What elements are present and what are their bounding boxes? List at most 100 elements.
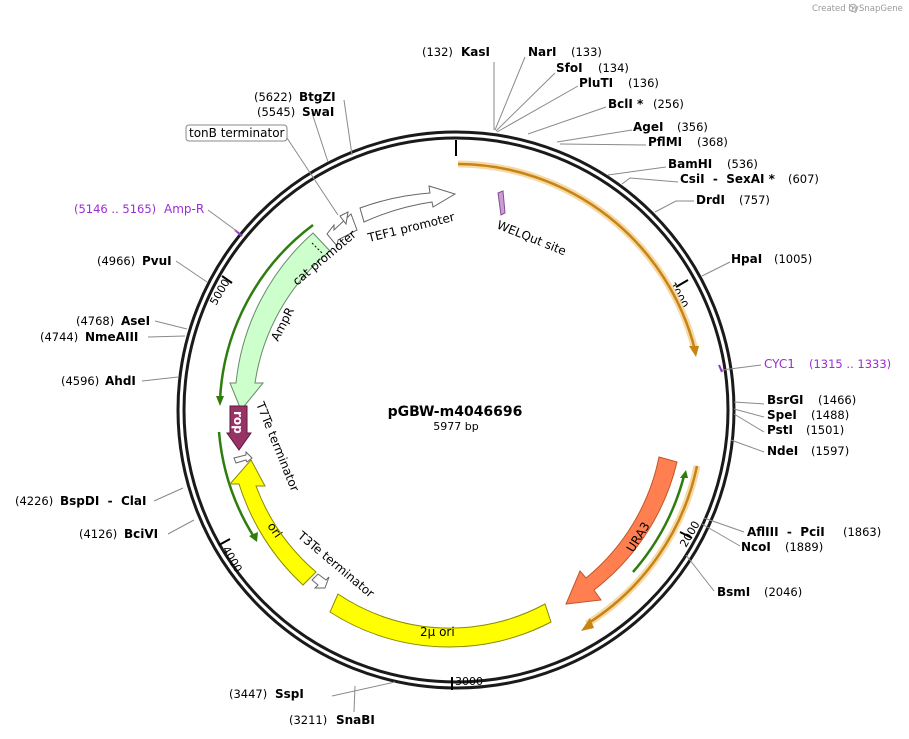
svg-text:BsmI: BsmI bbox=[717, 585, 750, 599]
feature-cat-promoter bbox=[326, 213, 358, 248]
site-nmeaiii[interactable]: (4744) NmeAIII bbox=[40, 330, 138, 344]
feature-welqut-label: WELQut site bbox=[495, 218, 568, 258]
orf-arc-top bbox=[457, 160, 699, 351]
svg-text:PluTI: PluTI bbox=[579, 76, 613, 90]
svg-text:AgeI: AgeI bbox=[633, 120, 663, 134]
svg-text:BciVI: BciVI bbox=[124, 527, 158, 541]
tick-4000: 4000 bbox=[218, 538, 245, 575]
feature-ura3 bbox=[565, 456, 678, 605]
site-swai[interactable]: (5545) SwaI bbox=[257, 105, 334, 119]
svg-text:BclI *: BclI * bbox=[608, 97, 644, 111]
svg-text:(132): (132) bbox=[422, 45, 453, 59]
svg-text:(1501): (1501) bbox=[806, 423, 844, 437]
site-kasi[interactable]: (132) KasI bbox=[422, 45, 490, 59]
site-pvui[interactable]: (4966) PvuI bbox=[97, 254, 172, 268]
svg-text:(133): (133) bbox=[571, 45, 602, 59]
site-bamhi[interactable]: BamHI (536) bbox=[668, 157, 758, 171]
svg-text:(4744): (4744) bbox=[40, 330, 78, 344]
orf-arc-green-left-bottom bbox=[217, 431, 256, 538]
feature-welqut-site bbox=[497, 190, 506, 216]
feature-2micron-label: 2μ ori bbox=[420, 625, 455, 639]
svg-text:BspDI - ClaI: BspDI - ClaI bbox=[60, 494, 146, 508]
svg-text:(5545): (5545) bbox=[257, 105, 295, 119]
site-bspdi-clai[interactable]: (4226) BspDI - ClaI bbox=[15, 494, 146, 508]
svg-text:AflIII - PciI: AflIII - PciI bbox=[747, 525, 825, 539]
site-bsrgi[interactable]: BsrGI (1466) bbox=[767, 393, 856, 407]
site-psti[interactable]: PstI (1501) bbox=[767, 423, 844, 437]
svg-text:SnaBI: SnaBI bbox=[336, 713, 375, 727]
svg-text:(2046): (2046) bbox=[764, 585, 802, 599]
feature-rop bbox=[226, 405, 252, 451]
site-afliii-pcii[interactable]: AflIII - PciI (1863) bbox=[747, 525, 881, 539]
svg-text:SspI: SspI bbox=[275, 687, 304, 701]
svg-text:NcoI: NcoI bbox=[741, 540, 771, 554]
svg-text:(1466): (1466) bbox=[818, 393, 856, 407]
site-hpai[interactable]: HpaI (1005) bbox=[731, 252, 812, 266]
site-spei[interactable]: SpeI (1488) bbox=[767, 408, 849, 422]
svg-text:(1889): (1889) bbox=[785, 540, 823, 554]
svg-text:BsrGI: BsrGI bbox=[767, 393, 804, 407]
site-snabi[interactable]: (3211) SnaBI bbox=[289, 713, 375, 727]
feature-ori bbox=[228, 459, 317, 586]
feature-tonb-box bbox=[185, 124, 288, 142]
svg-text:KasI: KasI bbox=[461, 45, 490, 59]
svg-text:PflMI: PflMI bbox=[648, 135, 682, 149]
svg-text:(5622): (5622) bbox=[254, 90, 292, 104]
plasmid-length: 5977 bp bbox=[433, 420, 478, 433]
svg-text:DrdI: DrdI bbox=[696, 193, 725, 207]
svg-text:(1488): (1488) bbox=[811, 408, 849, 422]
feature-tonb-terminator bbox=[339, 211, 349, 226]
site-bcli[interactable]: BclI * (256) bbox=[608, 97, 684, 111]
site-leaders bbox=[141, 56, 765, 713]
svg-text:(256): (256) bbox=[653, 97, 684, 111]
feature-t7te-terminator bbox=[233, 450, 253, 464]
orf-arc-green-left-top bbox=[218, 223, 314, 401]
backbone-inner bbox=[182, 136, 730, 684]
site-sfoi[interactable]: SfoI (134) bbox=[556, 61, 629, 75]
site-pluti[interactable]: PluTI (136) bbox=[579, 76, 659, 90]
svg-text:NarI: NarI bbox=[528, 45, 557, 59]
feature-2micron-ori bbox=[329, 593, 552, 648]
site-ncoi[interactable]: NcoI (1889) bbox=[741, 540, 823, 554]
site-drdi[interactable]: DrdI (757) bbox=[696, 193, 770, 207]
svg-text:SwaI: SwaI bbox=[302, 105, 334, 119]
svg-text:PvuI: PvuI bbox=[142, 254, 172, 268]
svg-text:(4226): (4226) bbox=[15, 494, 53, 508]
site-btgzi[interactable]: (5622) BtgZI bbox=[254, 90, 336, 104]
svg-text:(607): (607) bbox=[788, 172, 819, 186]
credit-prefix: Created by bbox=[812, 4, 859, 14]
site-bcivi[interactable]: (4126) BciVI bbox=[79, 527, 158, 541]
snapgene-logo-icon bbox=[848, 3, 858, 13]
svg-text:(356): (356) bbox=[677, 120, 708, 134]
svg-text:(4596): (4596) bbox=[61, 374, 99, 388]
svg-text:HpaI: HpaI bbox=[731, 252, 762, 266]
site-sspi[interactable]: (3447) SspI bbox=[229, 687, 304, 701]
svg-text:(1597): (1597) bbox=[811, 444, 849, 458]
feature-t3te-terminator bbox=[311, 573, 330, 589]
svg-text:(1005): (1005) bbox=[774, 252, 812, 266]
svg-text:SpeI: SpeI bbox=[767, 408, 797, 422]
primer-ampr-name: Amp-R bbox=[164, 202, 204, 216]
svg-text:NmeAIII: NmeAIII bbox=[85, 330, 138, 344]
svg-text:(368): (368) bbox=[697, 135, 728, 149]
site-ahdi[interactable]: (4596) AhdI bbox=[61, 374, 136, 388]
svg-text:3000: 3000 bbox=[455, 675, 483, 688]
svg-text:(757): (757) bbox=[739, 193, 770, 207]
svg-text:CsiI - SexAI *: CsiI - SexAI * bbox=[680, 172, 776, 186]
site-nari[interactable]: NarI (133) bbox=[528, 45, 602, 59]
orf-arc-green-right bbox=[632, 475, 686, 573]
site-csii-sexai[interactable]: CsiI - SexAI * (607) bbox=[680, 172, 819, 186]
backbone-outer bbox=[176, 130, 736, 690]
site-pflmi[interactable]: PflMI (368) bbox=[648, 135, 728, 149]
svg-text:(136): (136) bbox=[628, 76, 659, 90]
svg-text:PstI: PstI bbox=[767, 423, 793, 437]
svg-text:(3447): (3447) bbox=[229, 687, 267, 701]
tick-3000: 3000 bbox=[451, 675, 483, 690]
feature-rop-label: rop bbox=[231, 411, 245, 434]
site-ndei[interactable]: NdeI (1597) bbox=[767, 444, 849, 458]
site-asei[interactable]: (4768) AseI bbox=[76, 314, 150, 328]
site-bsmi[interactable]: BsmI (2046) bbox=[717, 585, 802, 599]
primer-cyc1-name: CYC1 bbox=[764, 357, 795, 371]
site-agei[interactable]: AgeI (356) bbox=[633, 120, 708, 134]
